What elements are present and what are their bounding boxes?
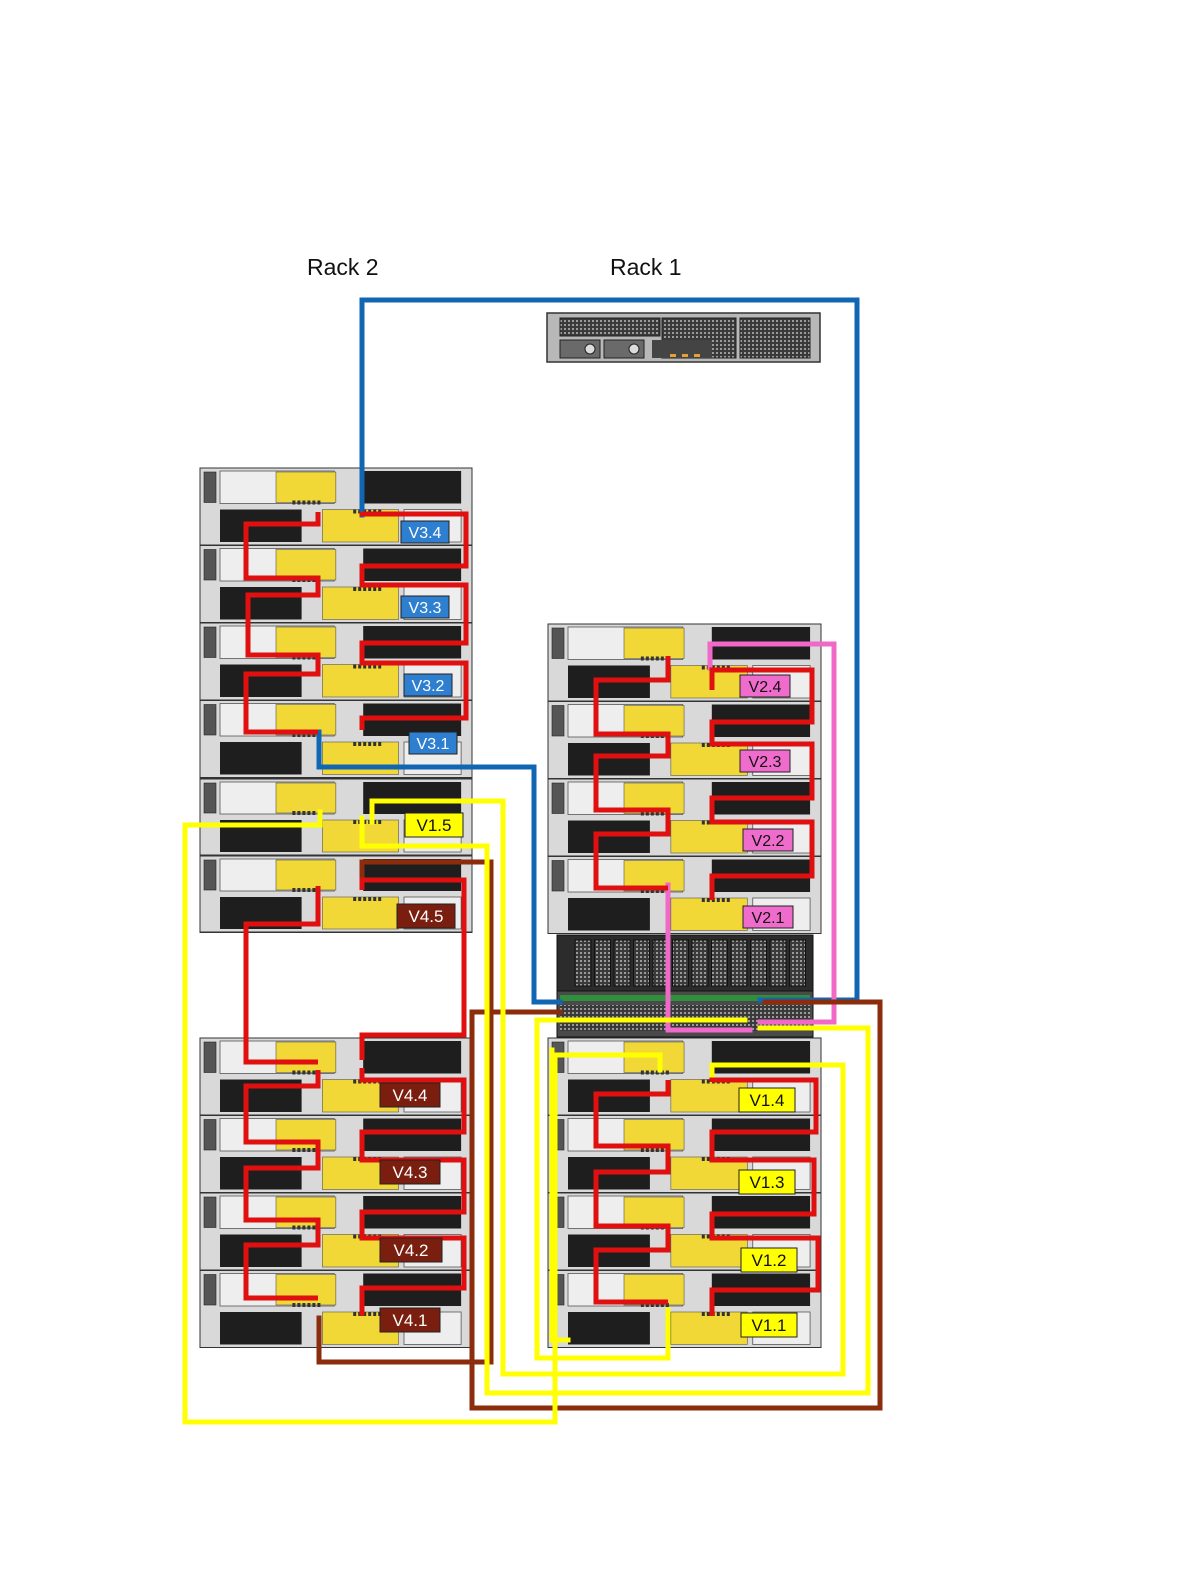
svg-text:V4.1: V4.1 [393,1311,428,1330]
drive-bay [712,940,728,986]
label-v4-4: V4.4 [380,1083,440,1107]
rack-2-title: Rack 2 [307,254,379,281]
drive-bay [575,940,591,986]
label-v1-4: V1.4 [739,1088,795,1112]
svg-text:V1.4: V1.4 [750,1091,785,1110]
svg-text:V1.1: V1.1 [752,1316,787,1335]
svg-text:V2.2: V2.2 [752,833,785,850]
svg-text:V4.5: V4.5 [409,907,444,926]
svg-text:V1.5: V1.5 [417,816,452,835]
label-v4-5: V4.5 [397,904,455,928]
drive-bay [751,940,767,986]
server-unit [547,313,820,362]
label-v4-1: V4.1 [380,1308,440,1332]
drive-bay [692,940,708,986]
svg-text:V4.3: V4.3 [393,1163,428,1182]
label-v2-1: V2.1 [743,906,793,928]
label-v2-2: V2.2 [743,829,793,851]
svg-text:V3.4: V3.4 [409,525,442,542]
label-v3-1: V3.1 [409,732,457,754]
svg-text:V2.1: V2.1 [752,910,785,927]
svg-text:V1.2: V1.2 [752,1251,787,1270]
svg-text:V2.3: V2.3 [749,754,782,771]
svg-text:V1.3: V1.3 [750,1173,785,1192]
label-v3-3: V3.3 [401,596,449,618]
label-v4-3: V4.3 [380,1160,440,1184]
drive-bay [790,940,806,986]
label-v1-1: V1.1 [741,1313,797,1337]
drive-bay [614,940,630,986]
drive-bay [731,940,747,986]
drive-bay [770,940,786,986]
svg-text:V3.2: V3.2 [412,678,445,695]
label-v3-4: V3.4 [401,521,449,543]
label-v4-2: V4.2 [380,1238,442,1262]
svg-text:V3.3: V3.3 [409,600,442,617]
label-v1-5: V1.5 [405,813,463,837]
svg-text:V4.4: V4.4 [393,1086,428,1105]
label-v2-4: V2.4 [740,675,790,697]
drive-bay [595,940,611,986]
rack-1-title: Rack 1 [610,254,682,281]
label-v1-2: V1.2 [741,1248,797,1272]
svg-text:V3.1: V3.1 [417,736,450,753]
svg-text:V2.4: V2.4 [749,679,782,696]
svg-text:V4.2: V4.2 [394,1241,429,1260]
label-v2-3: V2.3 [740,750,790,772]
drive-bay [673,940,689,986]
label-v1-3: V1.3 [739,1170,795,1194]
drive-bay [634,940,650,986]
label-v3-2: V3.2 [404,674,452,696]
